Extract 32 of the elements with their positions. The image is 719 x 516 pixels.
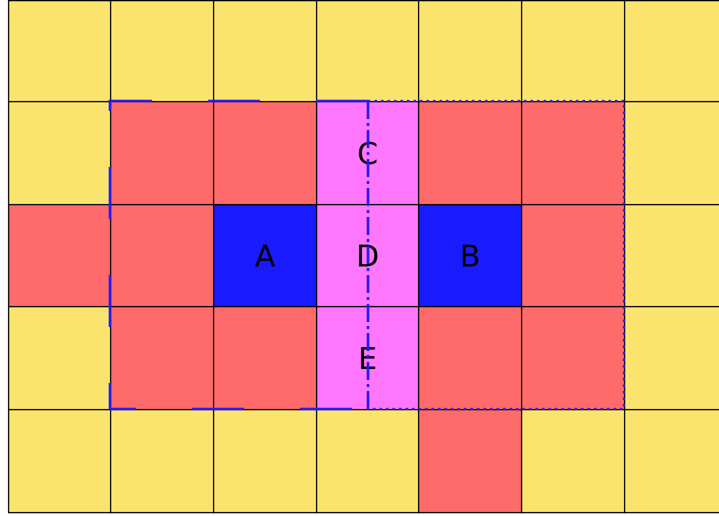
grid-cell bbox=[8, 409, 112, 514]
grid-cell bbox=[624, 204, 719, 308]
grid-cell bbox=[418, 101, 522, 206]
grid-cell bbox=[213, 409, 318, 514]
grid-cell bbox=[624, 306, 719, 410]
grid-cell bbox=[110, 0, 214, 102]
grid-cell bbox=[624, 0, 719, 102]
grid-cell bbox=[8, 204, 112, 308]
grid-cell bbox=[8, 101, 112, 206]
grid-cell bbox=[624, 409, 719, 514]
grid-cell bbox=[8, 306, 112, 410]
grid-cell bbox=[418, 409, 522, 514]
grid-cell bbox=[110, 409, 214, 514]
grid-cell bbox=[110, 204, 214, 308]
grid-cell bbox=[213, 306, 318, 410]
grid-cell bbox=[624, 101, 719, 206]
grid-cell bbox=[110, 306, 214, 410]
grid-cell bbox=[418, 0, 522, 102]
grid-cell bbox=[521, 101, 626, 206]
grid-cell bbox=[521, 204, 626, 308]
grid-cell bbox=[521, 409, 626, 514]
grid-cell: A bbox=[213, 204, 318, 308]
grid-cell bbox=[8, 0, 112, 102]
grid-cell bbox=[521, 0, 626, 102]
grid-cell bbox=[213, 0, 318, 102]
grid-cell bbox=[521, 306, 626, 410]
grid-cell bbox=[316, 409, 420, 514]
grid-cell bbox=[213, 101, 318, 206]
grid-cell bbox=[110, 101, 214, 206]
grid-cell: B bbox=[418, 204, 522, 308]
grid-cell bbox=[316, 0, 420, 102]
grid-cell bbox=[418, 306, 522, 410]
